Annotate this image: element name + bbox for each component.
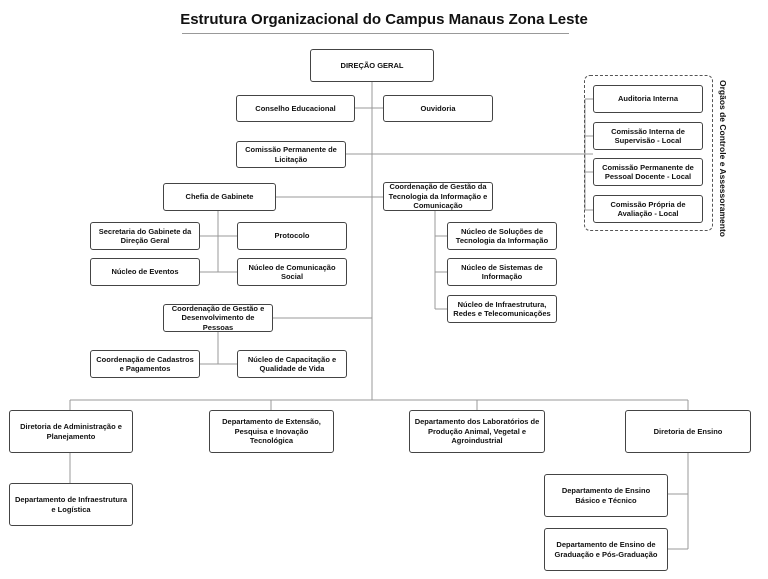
orgaos-controle-group <box>584 75 713 231</box>
comissao-licitacao-box: Comissão Permanente de Licitação <box>236 141 346 168</box>
title-divider <box>182 33 569 34</box>
orgaos-controle-label: Orgãos de Controle e Assessoramento <box>718 80 728 237</box>
conselho-educacional-box: Conselho Educacional <box>236 95 355 122</box>
protocolo-box: Protocolo <box>237 222 347 250</box>
ouvidoria-box: Ouvidoria <box>383 95 493 122</box>
diretoria-administracao-box: Diretoria de Administração e Planejament… <box>9 410 133 453</box>
departamento-laboratorios-box: Departamento dos Laboratórios de Produçã… <box>409 410 545 453</box>
departamento-infraestrutura-box: Departamento de Infraestrutura e Logísti… <box>9 483 133 526</box>
nucleo-solucoes-box: Núcleo de Soluções de Tecnologia da Info… <box>447 222 557 250</box>
cadastros-pagamentos-box: Coordenação de Cadastros e Pagamentos <box>90 350 200 378</box>
nucleo-sistemas-box: Núcleo de Sistemas de Informação <box>447 258 557 286</box>
chefia-gabinete-box: Chefia de Gabinete <box>163 183 276 211</box>
departamento-ensino-basico-box: Departamento de Ensino Básico e Técnico <box>544 474 668 517</box>
coordenacao-pessoas-box: Coordenação de Gestão e Desenvolvimento … <box>163 304 273 332</box>
departamento-extensao-box: Departamento de Extensão, Pesquisa e Ino… <box>209 410 334 453</box>
nucleo-eventos-box: Núcleo de Eventos <box>90 258 200 286</box>
comissao-supervisao-box: Comissão Interna de Supervisão - Local <box>593 122 703 150</box>
capacitacao-box: Núcleo de Capacitação e Qualidade de Vid… <box>237 350 347 378</box>
auditoria-interna-box: Auditoria Interna <box>593 85 703 113</box>
page-title: Estrutura Organizacional do Campus Manau… <box>180 11 588 28</box>
comissao-avaliacao-box: Comissão Própria de Avaliação - Local <box>593 195 703 223</box>
direcao-geral-box: DIREÇÃO GERAL <box>310 49 434 82</box>
diretoria-ensino-box: Diretoria de Ensino <box>625 410 751 453</box>
nucleo-comunicacao-box: Núcleo de Comunicação Social <box>237 258 347 286</box>
departamento-graduacao-box: Departamento de Ensino de Graduação e Pó… <box>544 528 668 571</box>
coordenacao-ti-box: Coordenação de Gestão da Tecnologia da I… <box>383 182 493 211</box>
nucleo-infraestrutura-box: Núcleo de Infraestrutura, Redes e Teleco… <box>447 295 557 323</box>
secretaria-gabinete-box: Secretaria do Gabinete da Direção Geral <box>90 222 200 250</box>
comissao-docente-box: Comissão Permanente de Pessoal Docente -… <box>593 158 703 186</box>
